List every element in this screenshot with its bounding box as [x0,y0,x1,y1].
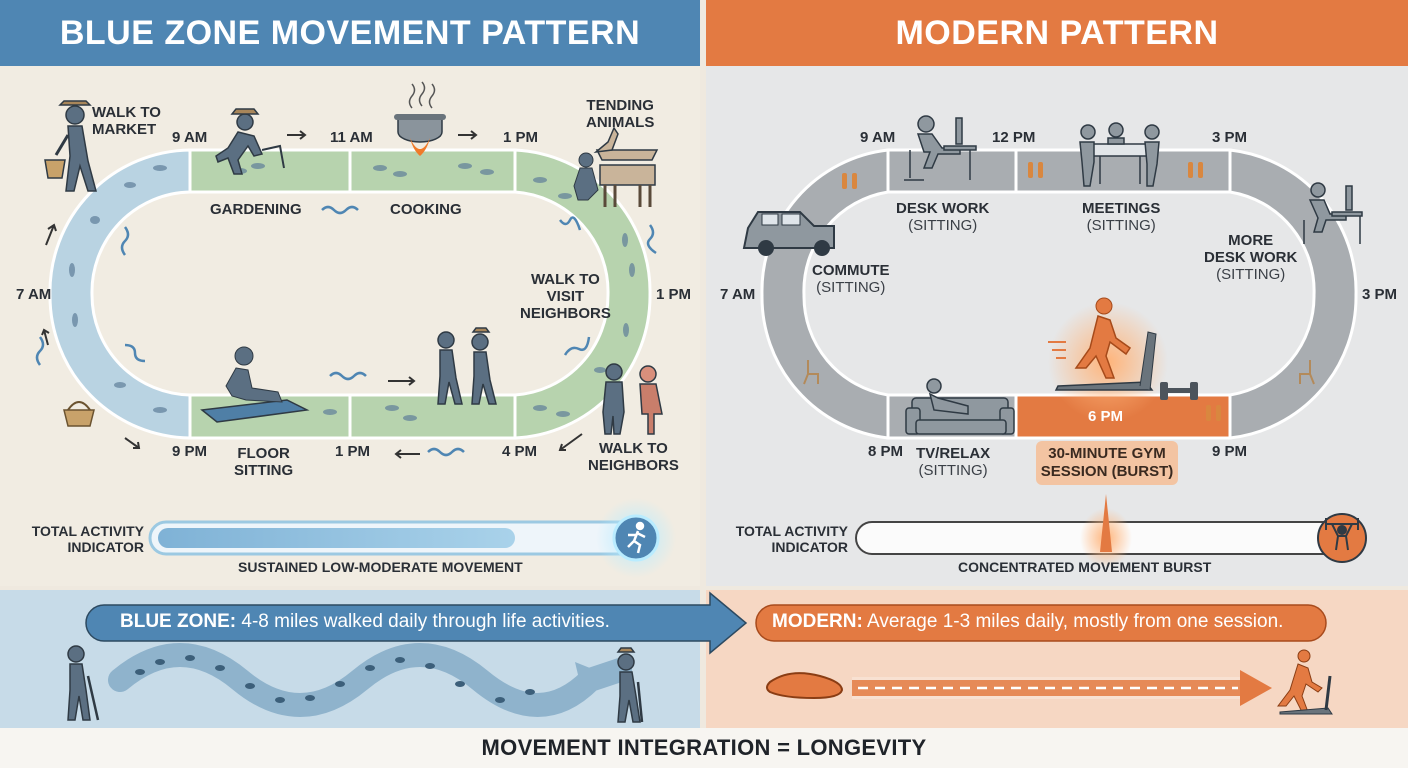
weightlifter-icon [1325,518,1359,551]
modern-arrow-head [1240,670,1272,706]
label-tending-animals: TENDING ANIMALS [586,97,655,131]
blue-zone-activity-indicator [148,498,676,578]
cooking-pot-icon [394,81,446,156]
label-walk-to-neighbors: WALK TO NEIGHBORS [588,440,679,474]
left-indicator-label: TOTAL ACTIVITY INDICATOR [31,523,144,555]
label-desk-work: DESK WORK(SITTING) [896,200,990,234]
treadmill-runner-icon [1048,297,1168,422]
wavy-footprint-path [108,643,632,717]
time-7am: 7 AM [16,286,52,303]
left-panel-title: BLUE ZONE MOVEMENT PATTERN [0,0,700,66]
blue-zone-summary: BLUE ZONE: 4-8 miles walked daily throug… [120,611,610,632]
time-6pm: 6 PM [1088,408,1124,425]
label-cooking: COOKING [390,201,462,218]
modern-pill [755,604,1327,642]
time-3pm-top: 3 PM [1212,129,1248,146]
right-panel-title: MODERN PATTERN [706,0,1408,66]
meeting-table-icon [1079,122,1160,187]
label-walk-to-market: WALK TO MARKET [92,104,161,138]
footer-tagline: MOVEMENT INTEGRATION = LONGEVITY [0,728,1408,768]
couch-icon [905,378,1015,435]
modern-activity-indicator [855,494,1367,568]
couple-walking-icon [437,327,497,405]
label-commute: COMMUTE(SITTING) [812,262,890,296]
time-3pm-right: 3 PM [1362,286,1398,303]
time-9am: 9 AM [172,129,208,146]
right-indicator-caption: CONCENTRATED MOVEMENT BURST [958,559,1212,575]
time-12pm: 12 PM [992,129,1036,146]
time-1pm-right: 1 PM [656,286,692,303]
desk-icon [904,115,977,181]
time-9pm-modern: 9 PM [1212,443,1248,460]
label-more-desk-work: MORE DESK WORK(SITTING) [1204,232,1298,283]
time-1pm-top: 1 PM [503,129,539,146]
time-7am-modern: 7 AM [720,286,756,303]
time-8pm: 8 PM [868,443,904,460]
time-1pm-bottom: 1 PM [335,443,371,460]
label-gym-session: 30-MINUTE GYM SESSION (BURST) [1036,441,1178,485]
footprints [135,655,535,703]
left-indicator-caption: SUSTAINED LOW-MODERATE MOVEMENT [238,559,523,575]
desk-icon-2 [1303,182,1363,244]
dumbbell-icon [1160,382,1198,400]
basket-icon [63,401,95,427]
neighbors-icon [602,363,663,435]
time-11am: 11 AM [330,129,373,146]
modern-summary: MODERN: Average 1-3 miles daily, mostly … [772,611,1284,632]
floor-sitting-icon [200,346,310,423]
goat-icon [573,126,659,207]
walker-icon [44,100,97,192]
label-walk-visit-neighbors: WALK TO VISIT NEIGHBORS [520,271,611,322]
gardener-icon [215,108,285,175]
label-meetings: MEETINGS(SITTING) [1082,200,1161,234]
elder-walker-icon [67,645,644,723]
label-gardening: GARDENING [210,201,302,218]
time-9pm: 9 PM [172,443,208,460]
treadmill-runner-icon-small [1277,649,1333,715]
running-person-icon [627,521,646,554]
time-4pm: 4 PM [502,443,538,460]
label-floor-sitting: FLOOR SITTING [234,445,294,479]
time-9am-modern: 9 AM [860,129,896,146]
blue-zone-arrow [85,591,748,655]
right-indicator-label: TOTAL ACTIVITY INDICATOR [735,523,848,555]
footprint-icon [766,672,844,700]
car-icon [742,211,835,256]
label-tv-relax: TV/RELAX(SITTING) [916,445,991,479]
